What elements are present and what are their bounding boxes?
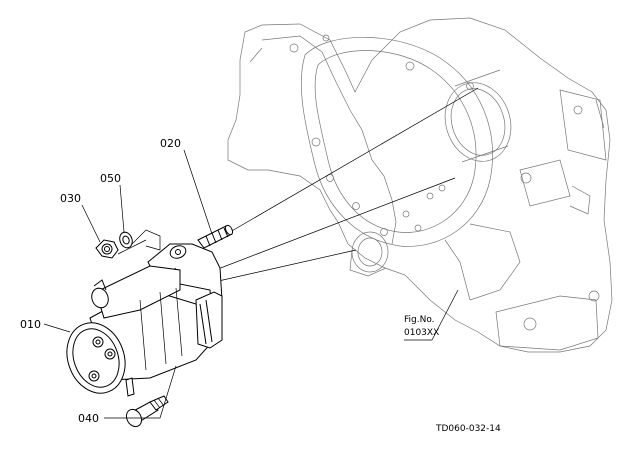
nut-part-030 bbox=[95, 239, 119, 259]
callout-label-030: 030 bbox=[60, 192, 81, 205]
flywheel-housing bbox=[227, 17, 613, 353]
callout-label-010: 010 bbox=[20, 318, 41, 331]
assembly-centerlines bbox=[117, 87, 479, 283]
drawing-code: TD060-032-14 bbox=[435, 424, 501, 434]
callout-label-040: 040 bbox=[78, 412, 99, 425]
fig-ref-line1: Fig.No. bbox=[404, 315, 435, 325]
stud-bolt-part-020 bbox=[197, 224, 234, 249]
callout-label-020: 020 bbox=[160, 137, 181, 150]
fig-ref-line2: 0103XX bbox=[404, 328, 439, 338]
callout-label-050: 050 bbox=[100, 172, 121, 185]
leader-lines bbox=[43, 149, 459, 419]
starter-motor-part-010 bbox=[66, 243, 223, 397]
washer-part-050 bbox=[119, 231, 133, 249]
